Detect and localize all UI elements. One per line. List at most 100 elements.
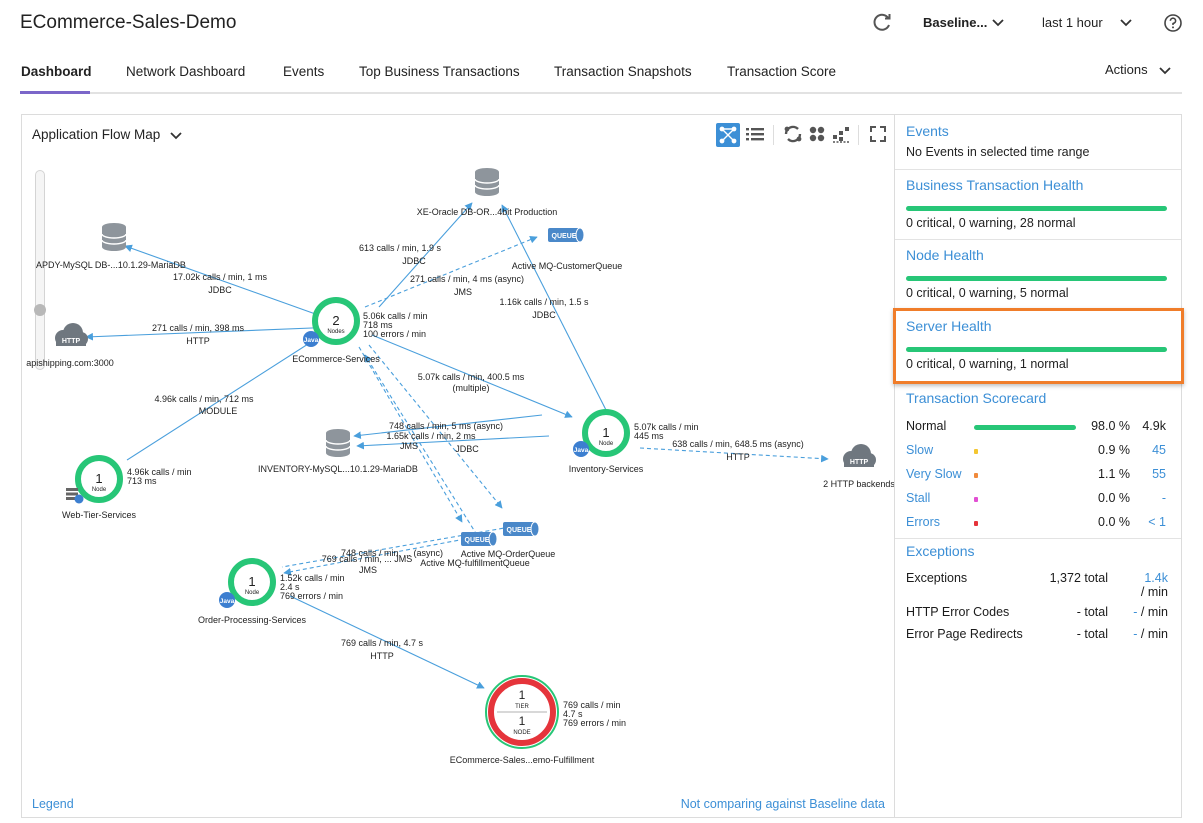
http-cloud-icon[interactable]: HTTP [55, 323, 88, 346]
server-health-title[interactable]: Server Health [906, 318, 992, 334]
scorecard-row[interactable]: Slow 0.9 % 45 [906, 443, 1166, 461]
edge-mq-ecom[interactable] [364, 354, 478, 536]
chevron-down-icon[interactable] [1157, 62, 1173, 78]
bt-health-bar [906, 206, 1167, 211]
layout-icon[interactable] [830, 123, 852, 145]
chevron-down-icon[interactable] [168, 127, 184, 143]
edge-inv-http-backends[interactable] [639, 447, 829, 463]
exception-label: Exceptions [906, 571, 968, 585]
actions-menu[interactable]: Actions [1105, 62, 1148, 77]
time-range-selector[interactable]: last 1 hour [1042, 15, 1103, 30]
backend-label: APDY-MySQL DB-...10.1.29-MariaDB [36, 260, 186, 270]
chevron-down-icon[interactable] [990, 14, 1006, 30]
scorecard-label[interactable]: Very Slow [906, 467, 962, 481]
legend-link[interactable]: Legend [32, 797, 74, 811]
scorecard-count[interactable]: 45 [1152, 443, 1166, 457]
queue-icon[interactable]: QUEUE [548, 227, 585, 243]
edge-ecom-mq-order[interactable] [358, 346, 463, 523]
edge-mq-order[interactable] [283, 538, 466, 576]
exceptions-title[interactable]: Exceptions [906, 543, 975, 559]
scorecard-count[interactable]: 55 [1152, 467, 1166, 481]
edge-inv-mysql-2[interactable] [353, 414, 543, 440]
tier-stat: 769 calls / min [563, 700, 621, 710]
backend-label: apishipping.com:3000 [26, 358, 114, 368]
edge-ecom-oracle[interactable] [378, 202, 473, 308]
tab-top-business-transactions[interactable]: Top Business Transactions [359, 64, 520, 79]
edge-inv-mysql[interactable] [356, 435, 550, 450]
scorecard-count[interactable]: < 1 [1148, 515, 1166, 529]
tab-dashboard[interactable]: Dashboard [21, 64, 92, 79]
database-icon[interactable] [474, 168, 500, 196]
tier-node-fulfillment[interactable]: 1 TIER 1 NODE [485, 675, 559, 749]
http-cloud-icon[interactable]: HTTP [843, 444, 876, 467]
transaction-scorecard-section: Transaction Scorecard Normal 98.0 % 4.9k… [895, 382, 1181, 539]
fullscreen-icon[interactable] [867, 123, 889, 145]
scorecard-row[interactable]: Very Slow 1.1 % 55 [906, 467, 1166, 485]
edge-ecom-mq-fulfill[interactable] [368, 344, 503, 509]
scorecard-count[interactable]: - [1161, 491, 1166, 505]
edge-ecom-mq-customer[interactable] [364, 236, 538, 308]
bt-health-title[interactable]: Business Transaction Health [906, 177, 1084, 193]
svg-text:HTTP: HTTP [850, 459, 869, 466]
tab-transaction-score[interactable]: Transaction Score [727, 64, 837, 79]
svg-text:Node: Node [92, 487, 107, 493]
scorecard-row[interactable]: Stall 0.0 % - [906, 491, 1166, 509]
queue-icon[interactable]: QUEUE [461, 531, 498, 547]
help-icon[interactable] [1163, 13, 1183, 33]
list-view-icon[interactable] [744, 123, 766, 145]
baseline-selector[interactable]: Baseline... [923, 15, 988, 30]
refresh-icon[interactable] [870, 10, 894, 34]
scorecard-label[interactable]: Stall [906, 491, 931, 505]
exception-rate[interactable]: - / min [1133, 605, 1168, 619]
edge-inv-oracle[interactable] [501, 204, 607, 411]
edge-label: 613 calls / min, 1.9 s [359, 243, 442, 253]
edge-order-fulfillment[interactable] [289, 595, 485, 689]
scorecard-label: Normal [906, 419, 947, 433]
scorecard-bar [974, 425, 1076, 430]
flow-map-title[interactable]: Application Flow Map [32, 127, 161, 142]
tier-stat: 2.4 s [280, 582, 300, 592]
app-title: ECommerce-Sales-Demo [20, 12, 237, 33]
scorecard-pct: 1.1 % [1098, 467, 1130, 481]
edge-label: 271 calls / min, 4 ms (async) [410, 274, 524, 284]
scorecard-row[interactable]: Errors 0.0 % < 1 [906, 515, 1166, 533]
tier-node-order-processing[interactable]: 1 Node Java [219, 558, 276, 608]
flow-map-view-icon[interactable] [716, 123, 740, 147]
edge-label: 271 calls / min, 398 ms [152, 323, 245, 333]
group-nodes-icon[interactable] [806, 123, 828, 145]
tier-stat: 718 ms [363, 320, 393, 330]
edge-label: JDBC [455, 444, 479, 454]
edge-ecom-mysql[interactable] [124, 244, 336, 322]
tier-node-ecommerce[interactable]: 2 Nodes Java [303, 297, 360, 347]
edge-label: HTTP [186, 336, 210, 346]
tab-events[interactable]: Events [283, 64, 325, 79]
exception-rate[interactable]: 1.4k/ min [1140, 571, 1168, 599]
baseline-note-link[interactable]: Not comparing against Baseline data [680, 797, 885, 811]
svg-text:Nodes: Nodes [327, 329, 344, 335]
database-icon[interactable] [325, 429, 351, 457]
database-icon[interactable] [101, 223, 127, 251]
tab-transaction-snapshots[interactable]: Transaction Snapshots [554, 64, 692, 79]
tier-node-web[interactable]: 1 Node [66, 455, 123, 504]
node-health-title[interactable]: Node Health [906, 247, 984, 263]
scorecard-label[interactable]: Errors [906, 515, 941, 529]
edge-web-ecom[interactable] [126, 336, 320, 461]
events-title[interactable]: Events [906, 123, 949, 139]
tier-stat: 100 errors / min [363, 329, 426, 339]
java-badge-icon [573, 441, 589, 457]
scorecard-title[interactable]: Transaction Scorecard [906, 390, 1047, 406]
svg-text:Java: Java [304, 337, 319, 344]
queue-icon[interactable]: QUEUE [503, 521, 540, 537]
tier-node-inventory[interactable]: 1 Node Java [573, 409, 630, 457]
edge-ecom-http[interactable] [85, 326, 338, 341]
auto-arrange-icon[interactable] [782, 123, 804, 145]
edge-ecom-inventory[interactable] [371, 334, 573, 418]
zoom-slider-handle[interactable] [34, 304, 46, 316]
chevron-down-icon[interactable] [1118, 14, 1134, 30]
svg-text:NODE: NODE [513, 730, 530, 736]
exception-rate[interactable]: - / min [1133, 627, 1168, 641]
tier-name: ECommerce-Services [292, 354, 380, 364]
scorecard-label[interactable]: Slow [906, 443, 934, 457]
zoom-slider[interactable] [35, 170, 45, 370]
tab-network-dashboard[interactable]: Network Dashboard [126, 64, 246, 79]
